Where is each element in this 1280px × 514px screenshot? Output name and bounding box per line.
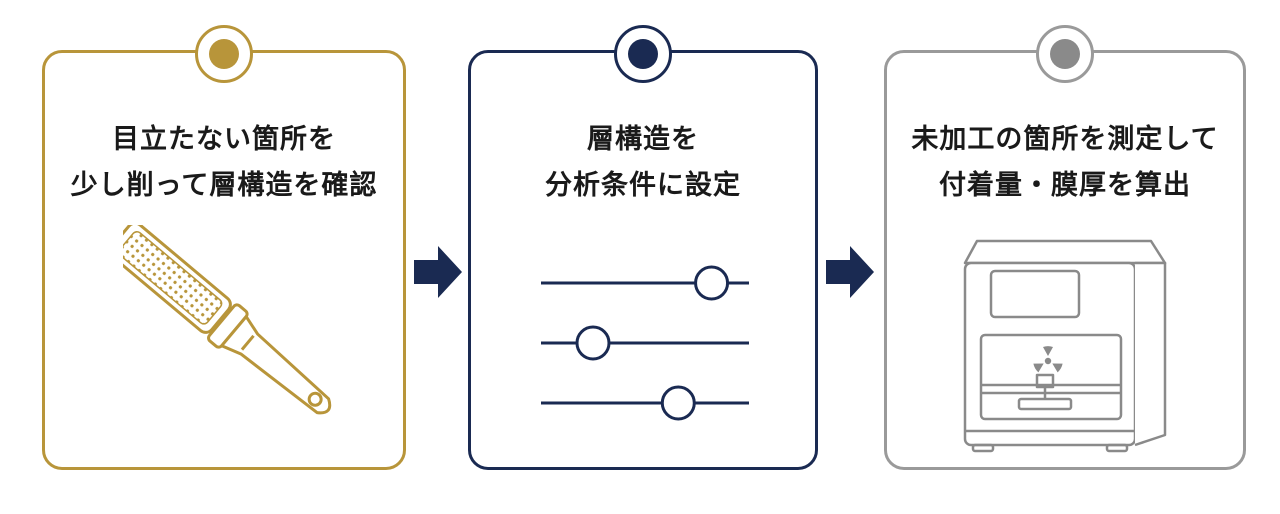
step-title-2-line2: 分析条件に設定 xyxy=(545,170,741,201)
step-title-3-line1: 未加工の箇所を測定して xyxy=(911,124,1219,155)
step-dot-2 xyxy=(628,39,658,69)
step-title-2: 層構造を 分析条件に設定 xyxy=(471,117,815,209)
step-title-1-line1: 目立たない箇所を xyxy=(112,124,336,155)
step-badge-2 xyxy=(614,25,672,83)
slider-knob-1 xyxy=(694,265,730,301)
step-card-2: 層構造を 分析条件に設定 xyxy=(468,25,818,470)
step-card-3: 未加工の箇所を測定して 付着量・膜厚を算出 xyxy=(884,25,1246,470)
arrow-right-icon xyxy=(414,246,462,298)
step-title-1: 目立たない箇所を 少し削って層構造を確認 xyxy=(45,117,403,209)
file-rasp-icon xyxy=(123,225,332,415)
slider-knob-2 xyxy=(575,325,611,361)
step-title-3-line2: 付着量・膜厚を算出 xyxy=(939,170,1191,201)
step-card-1: 目立たない箇所を 少し削って層構造を確認 xyxy=(42,25,406,470)
step-dot-3 xyxy=(1050,39,1080,69)
step-badge-1 xyxy=(195,25,253,83)
step-badge-3 xyxy=(1036,25,1094,83)
step-dot-1 xyxy=(209,39,239,69)
step-title-1-line2: 少し削って層構造を確認 xyxy=(70,170,378,201)
step-title-3: 未加工の箇所を測定して 付着量・膜厚を算出 xyxy=(887,117,1243,209)
sliders-icon xyxy=(541,265,749,421)
step-title-2-line1: 層構造を xyxy=(587,124,699,155)
xrf-analyzer-icon xyxy=(963,239,1167,453)
slider-knob-3 xyxy=(660,385,696,421)
arrow-right-icon xyxy=(826,246,874,298)
